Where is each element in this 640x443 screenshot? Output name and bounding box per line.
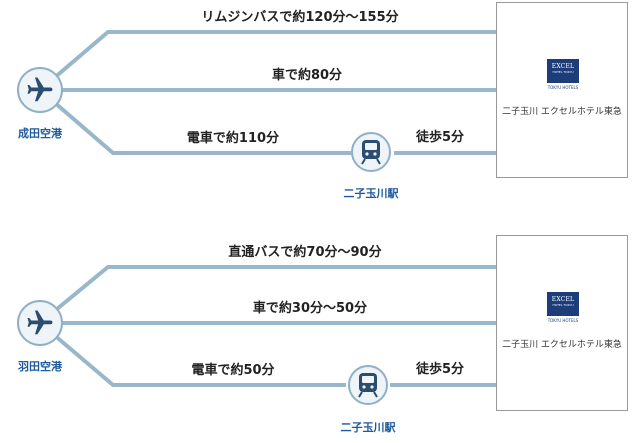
hotel-logo-subtext: HOTEL TOKYU [552, 303, 574, 307]
hotel-name: 二子玉川 エクセルホテル東急 [502, 107, 622, 117]
narita-bus-route-line [38, 30, 496, 92]
train-icon [361, 140, 381, 165]
hotel-logo-subtext: HOTEL TOKYU [552, 70, 574, 74]
haneda-access-section: 直通バスで約70分〜90分 車で約30分〜50分 電車で約50分 徒歩5分 羽田… [0, 233, 640, 443]
narita-airport-name: 成田空港 [18, 127, 62, 140]
haneda-hotel-box: EXCEL HOTEL TOKYU TOKYU HOTELS 二子玉川 エクセル… [496, 235, 628, 411]
hotel-logo-text: EXCEL [551, 63, 575, 70]
narita-station-marker [351, 132, 391, 172]
haneda-bus-route-line [38, 265, 496, 325]
hotel-logo-text: EXCEL [551, 296, 575, 303]
narita-bus-route-label: リムジンバスで約120分〜155分 [201, 10, 399, 25]
haneda-station-name: 二子玉川駅 [340, 421, 396, 434]
train-icon [358, 373, 378, 398]
airplane-icon [27, 310, 53, 335]
narita-station-name: 二子玉川駅 [343, 187, 399, 200]
haneda-bus-route-label: 直通バスで約70分〜90分 [228, 245, 382, 260]
haneda-airport-name: 羽田空港 [18, 360, 62, 373]
haneda-car-route-label: 車で約30分〜50分 [252, 301, 368, 316]
narita-airport-marker [17, 67, 63, 113]
narita-route-lines [38, 30, 496, 155]
narita-access-section: リムジンバスで約120分〜155分 車で約80分 電車で約110分 徒歩5分 成… [0, 0, 640, 210]
hotel-logo-tagline: TOKYU HOTELS [547, 318, 579, 323]
narita-hotel-box: EXCEL HOTEL TOKYU TOKYU HOTELS 二子玉川 エクセル… [496, 2, 628, 178]
haneda-route-lines [38, 265, 496, 387]
haneda-airport-marker [17, 300, 63, 346]
airplane-icon [27, 77, 53, 102]
hotel-name: 二子玉川 エクセルホテル東急 [502, 340, 622, 350]
hotel-logo-tagline: TOKYU HOTELS [547, 85, 579, 90]
narita-train-route-label: 電車で約110分 [186, 131, 280, 146]
narita-walk-route-label: 徒歩5分 [415, 130, 465, 145]
haneda-station-marker [348, 365, 388, 405]
hotel-logo: EXCEL HOTEL TOKYU [547, 292, 579, 316]
haneda-train-route-line [38, 321, 346, 387]
haneda-walk-route-label: 徒歩5分 [415, 362, 465, 377]
haneda-train-route-label: 電車で約50分 [191, 363, 275, 378]
narita-car-route-label: 車で約80分 [271, 68, 343, 83]
narita-train-route-line [38, 88, 354, 155]
hotel-logo: EXCEL HOTEL TOKYU [547, 59, 579, 83]
